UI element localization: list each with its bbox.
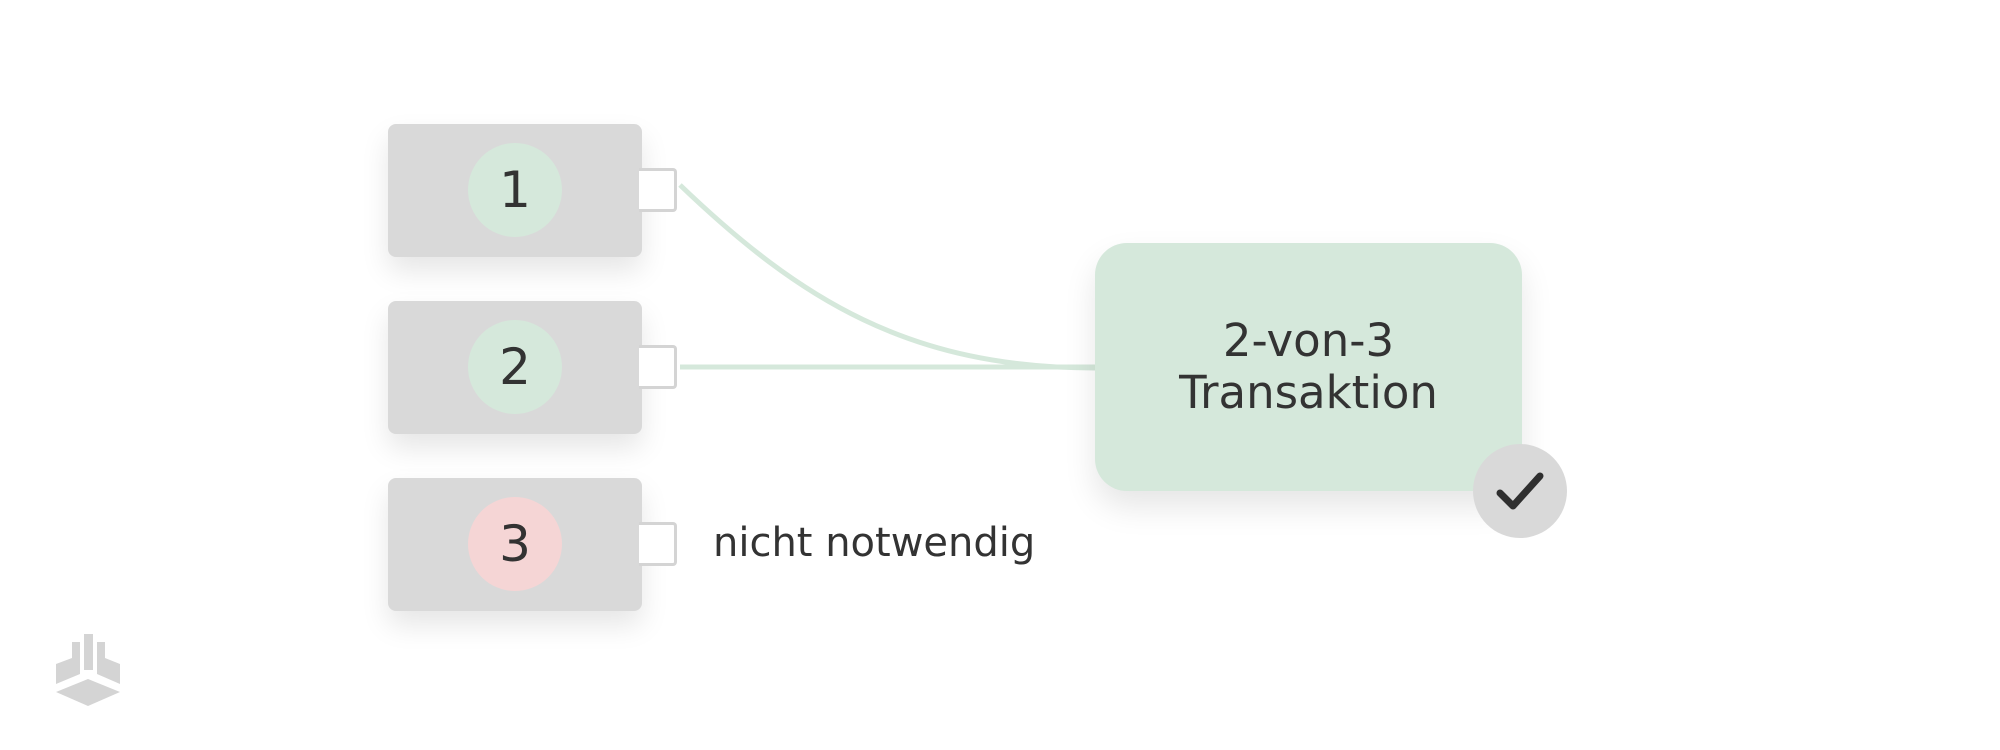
hardware-key-1: 1 xyxy=(388,124,677,257)
stacked-blocks-logo-icon xyxy=(56,634,120,706)
key-number-badge: 2 xyxy=(468,320,562,414)
key-number-badge: 3 xyxy=(468,497,562,591)
transaction-box: 2-von-3 Transaktion xyxy=(1095,243,1522,491)
not-needed-label: nicht notwendig xyxy=(713,520,1036,566)
hardware-key-3: 3 xyxy=(388,478,677,611)
wire-key-1 xyxy=(678,183,1096,371)
usb-connector xyxy=(639,522,677,566)
transaction-title-line2: Transaktion xyxy=(1179,366,1438,419)
hardware-key-2: 2 xyxy=(388,301,677,434)
key-number-badge: 1 xyxy=(468,143,562,237)
usb-connector xyxy=(639,168,677,212)
check-icon xyxy=(1496,472,1544,510)
check-badge xyxy=(1473,444,1567,538)
transaction-title-line1: 2-von-3 xyxy=(1222,314,1395,367)
usb-connector xyxy=(639,345,677,389)
